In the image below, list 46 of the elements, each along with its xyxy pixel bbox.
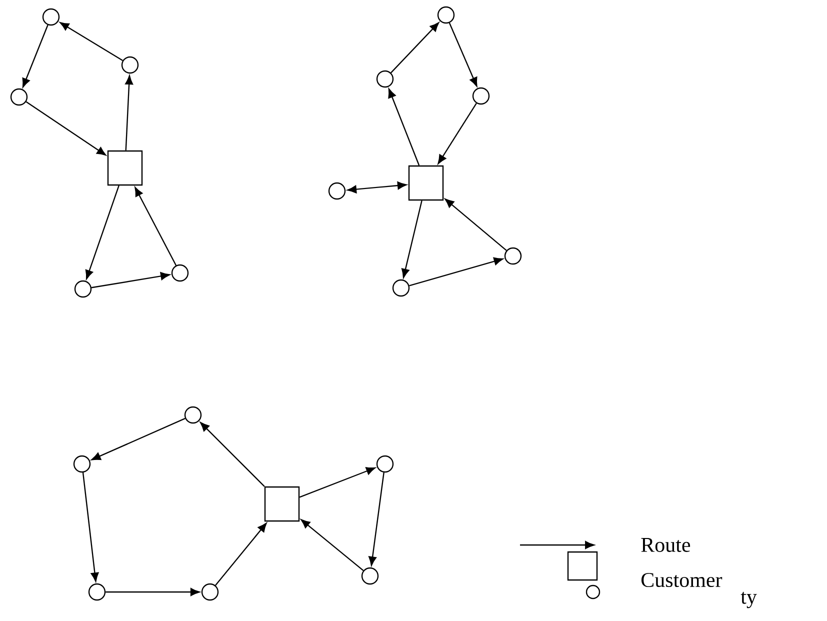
- arrow: [300, 519, 364, 572]
- arrow: [106, 588, 200, 596]
- arrow: [91, 418, 186, 460]
- arrow: [409, 257, 504, 286]
- circle-node: [121, 56, 139, 74]
- circle-node: [10, 88, 28, 106]
- legend-label: Route: [641, 538, 690, 552]
- arrow: [444, 198, 507, 251]
- arrow: [26, 101, 106, 156]
- arrow: [91, 272, 170, 288]
- arrow: [214, 522, 267, 586]
- arrow: [438, 102, 477, 164]
- arrow: [200, 422, 265, 487]
- legend-label: ty: [740, 592, 757, 608]
- arrow: [60, 22, 123, 62]
- circle-node: [184, 406, 202, 424]
- circle-node: [376, 70, 394, 88]
- arrow: [388, 88, 420, 166]
- circle-node: [376, 455, 394, 473]
- circle-node: [392, 279, 410, 297]
- arrow: [402, 200, 422, 278]
- circle-node: [88, 583, 106, 601]
- circle-node: [74, 280, 92, 298]
- arrow: [85, 185, 120, 280]
- circle-node: [472, 87, 490, 105]
- circle-node: [437, 6, 455, 24]
- circle-node: [504, 247, 522, 265]
- arrow: [22, 24, 48, 88]
- arrow: [448, 22, 478, 87]
- customer-square: [264, 486, 300, 522]
- circle-node: [171, 264, 189, 282]
- customer-square: [107, 150, 143, 186]
- legend-label: Customer: [641, 572, 722, 588]
- arrow: [125, 75, 134, 150]
- arrow: [390, 22, 440, 74]
- circle-node: [201, 583, 219, 601]
- circle-node: [361, 567, 379, 585]
- arrow: [82, 472, 99, 582]
- circle-node: [73, 455, 91, 473]
- arrow: [368, 472, 384, 566]
- circle-node: [42, 8, 60, 26]
- customer-square: [408, 165, 444, 201]
- arrow: [347, 182, 407, 194]
- arrow: [299, 467, 376, 498]
- circle-node: [328, 182, 346, 200]
- arrow: [134, 187, 177, 266]
